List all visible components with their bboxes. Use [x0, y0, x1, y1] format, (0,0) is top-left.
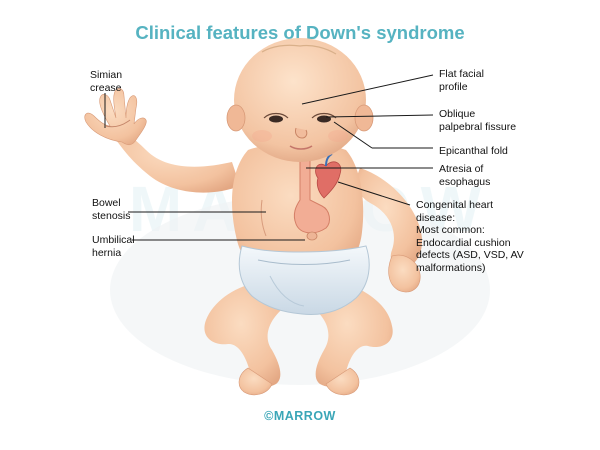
- left-ear: [354, 104, 374, 132]
- leader-lines: [104, 74, 434, 241]
- leader-flat-facial-profile: [301, 74, 434, 105]
- label-bowel-stenosis: Bowel stenosis: [92, 197, 131, 222]
- label-flat-facial-profile: Flat facial profile: [439, 68, 484, 93]
- left-hand: [388, 254, 421, 293]
- label-atresia-of-esophagus: Atresia of esophagus: [439, 163, 491, 188]
- right-hand: [84, 88, 147, 146]
- label-umbilical-hernia: Umbilical hernia: [92, 234, 135, 259]
- mouth: [289, 145, 313, 150]
- copyright-credit: ©MARROW: [264, 409, 336, 423]
- right-foot: [238, 367, 273, 396]
- heart: [315, 161, 342, 199]
- diaper: [238, 245, 370, 315]
- diagram-title: Clinical features of Down's syndrome: [135, 22, 465, 43]
- right-arm: [111, 126, 241, 193]
- right-eye: [269, 115, 283, 123]
- leader-congenital-heart-disease: [337, 181, 411, 206]
- label-congenital-heart-disease: Congenital heart disease: Most common: E…: [416, 199, 524, 274]
- label-oblique-palpebral-fissure: Oblique palpebral fissure: [439, 108, 517, 133]
- head: [226, 38, 374, 162]
- left-foot: [325, 367, 360, 396]
- label-simian-crease: Simian crease: [90, 69, 123, 94]
- nose: [295, 127, 308, 139]
- umbilical-hernia: [306, 231, 318, 241]
- leader-oblique-palpebral-fissure: [325, 114, 434, 118]
- right-leg: [204, 282, 286, 387]
- right-ear: [226, 104, 246, 132]
- label-epicanthal-fold: Epicanthal fold: [439, 145, 508, 157]
